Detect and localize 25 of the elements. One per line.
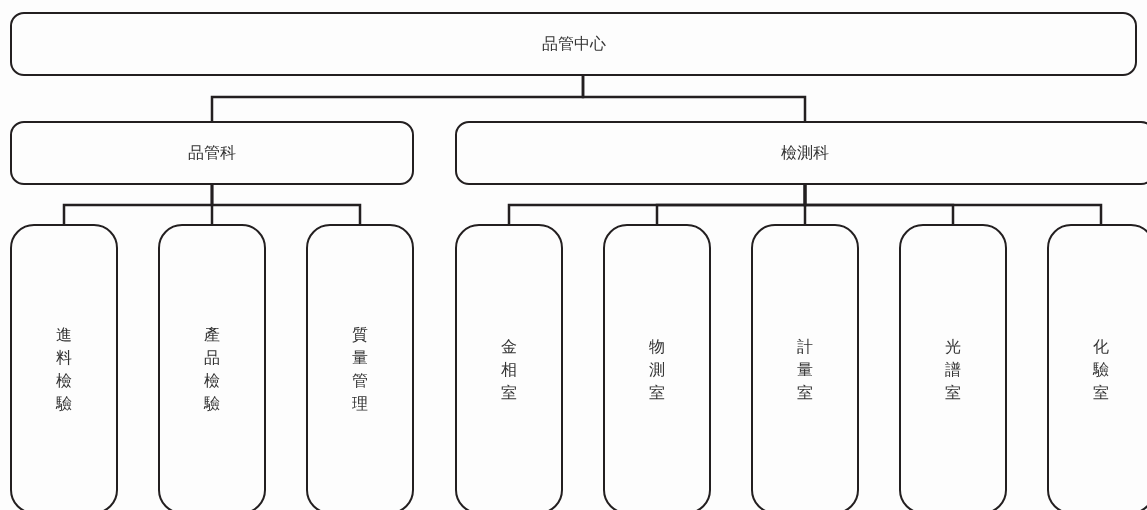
unit-box: [455, 224, 563, 510]
unit-box: [899, 224, 1007, 510]
box-label: 產品檢驗: [203, 324, 221, 415]
box-label: 進料檢驗: [55, 324, 73, 415]
unit-box: [158, 224, 266, 510]
unit-box: [751, 224, 859, 510]
box-label: 品管中心: [541, 33, 606, 55]
unit-box: [306, 224, 414, 510]
unit-box: [603, 224, 711, 510]
department-box: [10, 121, 414, 185]
unit-box: [1047, 224, 1147, 510]
box-label: 檢測科: [781, 142, 829, 164]
box-label: 金相室: [500, 335, 518, 404]
unit-box: [10, 224, 118, 510]
box-label: 物測室: [648, 335, 666, 404]
box-label: 化驗室: [1092, 335, 1110, 404]
box-label: 品管科: [188, 142, 236, 164]
connector-line: [581, 76, 807, 121]
department-box: [10, 12, 1137, 76]
box-label: 光譜室: [944, 335, 962, 404]
box-label: 質量管理: [351, 324, 369, 415]
department-box: [455, 121, 1147, 185]
connector-line: [803, 185, 1103, 224]
box-label: 計量室: [796, 335, 814, 404]
connector-line: [210, 185, 362, 224]
